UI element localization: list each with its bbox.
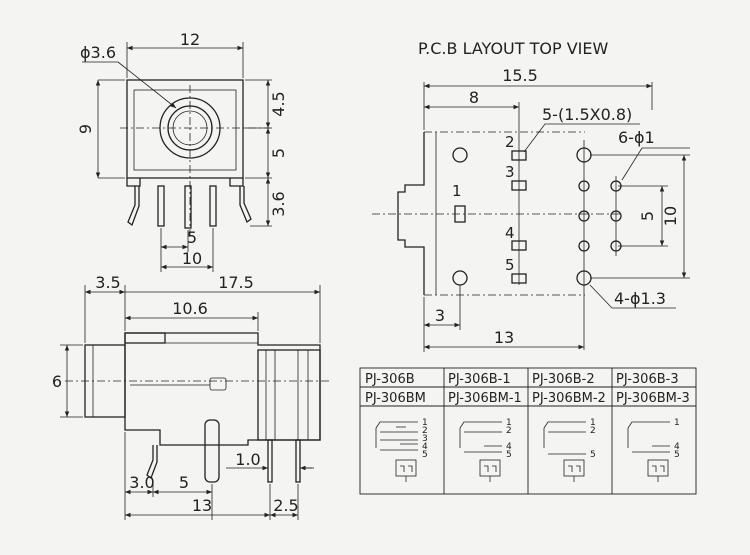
svg-text:4: 4 <box>506 442 512 452</box>
model-cell: PJ-306B-1 <box>448 372 511 387</box>
dim-width: 13 <box>494 328 514 347</box>
pcb-title: P.C.B LAYOUT TOP VIEW <box>418 39 608 58</box>
dim-mid-offset: 5 <box>269 148 288 158</box>
dim-top-offset: 4.5 <box>269 91 288 116</box>
front-pin-bent-right <box>239 186 252 224</box>
dim-pin-a: 3.0 <box>129 473 154 492</box>
pin-number: 5 <box>505 256 515 274</box>
front-foot-right <box>229 178 244 187</box>
side-pin <box>267 439 273 483</box>
dim-tail: 2.5 <box>273 496 298 515</box>
dim-body-length: 10.6 <box>172 299 208 318</box>
front-pin <box>184 185 192 229</box>
side-pin-bent <box>146 445 158 480</box>
dim-front-length: 3.5 <box>95 273 120 292</box>
model-cell: PJ-306B-3 <box>616 372 679 387</box>
svg-text:1: 1 <box>506 418 512 428</box>
model-cell: PJ-306BM-2 <box>532 391 606 406</box>
mount-hole <box>452 147 468 163</box>
side-latch <box>209 377 227 391</box>
dim-diameter: 6 <box>52 372 62 391</box>
model-cell: PJ-306B-2 <box>532 372 595 387</box>
schematic-4: 1 4 5 <box>627 418 680 482</box>
side-pin <box>295 439 301 483</box>
model-cell: PJ-306BM <box>365 391 426 406</box>
dim-hole-dia: ϕ3.6 <box>80 43 116 62</box>
svg-text:4: 4 <box>422 442 428 452</box>
svg-text:1: 1 <box>590 418 596 428</box>
pin-dia-label: 6-ϕ1 <box>618 128 655 147</box>
svg-text:5: 5 <box>590 450 596 460</box>
front-pin <box>209 185 217 227</box>
front-pin <box>157 185 165 227</box>
schematic-3: 1 2 5 <box>543 418 596 482</box>
mount-hole <box>452 270 468 286</box>
dim-left-margin: 3 <box>435 306 445 325</box>
side-contact-block <box>257 349 321 441</box>
pcb-outline-left <box>397 132 425 295</box>
svg-text:5: 5 <box>674 450 680 460</box>
model-cell: PJ-306B <box>365 372 415 387</box>
front-view: 12 ϕ3.6 9 4.5 5 3.6 5 10 <box>76 30 288 272</box>
svg-text:2: 2 <box>590 426 596 436</box>
svg-text:3: 3 <box>422 434 428 444</box>
front-body-outline <box>126 79 244 179</box>
dim-base: 13 <box>192 496 212 515</box>
model-cell: PJ-306BM-1 <box>448 391 522 406</box>
side-pin-wide <box>204 419 220 483</box>
svg-text:1: 1 <box>674 418 680 428</box>
pin-number: 4 <box>505 224 515 242</box>
dim-height-b: 10 <box>661 206 680 226</box>
pin-number: 1 <box>452 182 462 200</box>
side-body-outline <box>124 332 321 446</box>
pin-number: 2 <box>505 133 515 151</box>
dim-pin-length: 3.6 <box>269 191 288 216</box>
dim-overall: 15.5 <box>502 66 538 85</box>
front-pin-bent-left <box>127 186 140 227</box>
model-table: PJ-306B PJ-306B-1 PJ-306B-2 PJ-306B-3 PJ… <box>359 367 697 495</box>
dim-pin-spacing-a: 5 <box>187 228 197 247</box>
side-top-tab <box>124 332 166 344</box>
dim-offset: 8 <box>469 88 479 107</box>
front-foot-left <box>126 178 141 187</box>
svg-text:2: 2 <box>506 426 512 436</box>
slot-label: 5-(1.5X0.8) <box>542 105 632 124</box>
model-cell: PJ-306BM-3 <box>616 391 690 406</box>
svg-text:4: 4 <box>674 442 680 452</box>
dim-pin-b: 5 <box>179 473 189 492</box>
pin-number: 3 <box>505 163 515 181</box>
svg-text:5: 5 <box>422 450 428 460</box>
schematic-2: 1 2 4 5 <box>459 418 512 482</box>
dim-width: 12 <box>180 30 200 49</box>
svg-text:5: 5 <box>506 450 512 460</box>
mount-hole-label: 4-ϕ1.3 <box>614 289 666 308</box>
pin-holes <box>578 140 622 350</box>
dim-height-a: 5 <box>638 211 657 221</box>
front-body-inner <box>133 89 237 171</box>
dim-pin-spacing-b: 10 <box>182 249 202 268</box>
dim-pin-gap: 1.0 <box>235 450 260 469</box>
pcb-slot-1 <box>454 205 466 223</box>
svg-text:1: 1 <box>422 418 428 428</box>
side-view: 3.5 17.5 10.6 6 3.0 5 13 2.5 1.0 <box>52 273 330 520</box>
dim-total-length: 17.5 <box>218 273 254 292</box>
schematic-1: 1 2 3 4 5 <box>375 418 428 482</box>
svg-text:2: 2 <box>422 426 428 436</box>
dim-height: 9 <box>76 124 95 134</box>
pcb-layout: P.C.B LAYOUT TOP VIEW 1 2 3 4 5 <box>372 39 690 352</box>
